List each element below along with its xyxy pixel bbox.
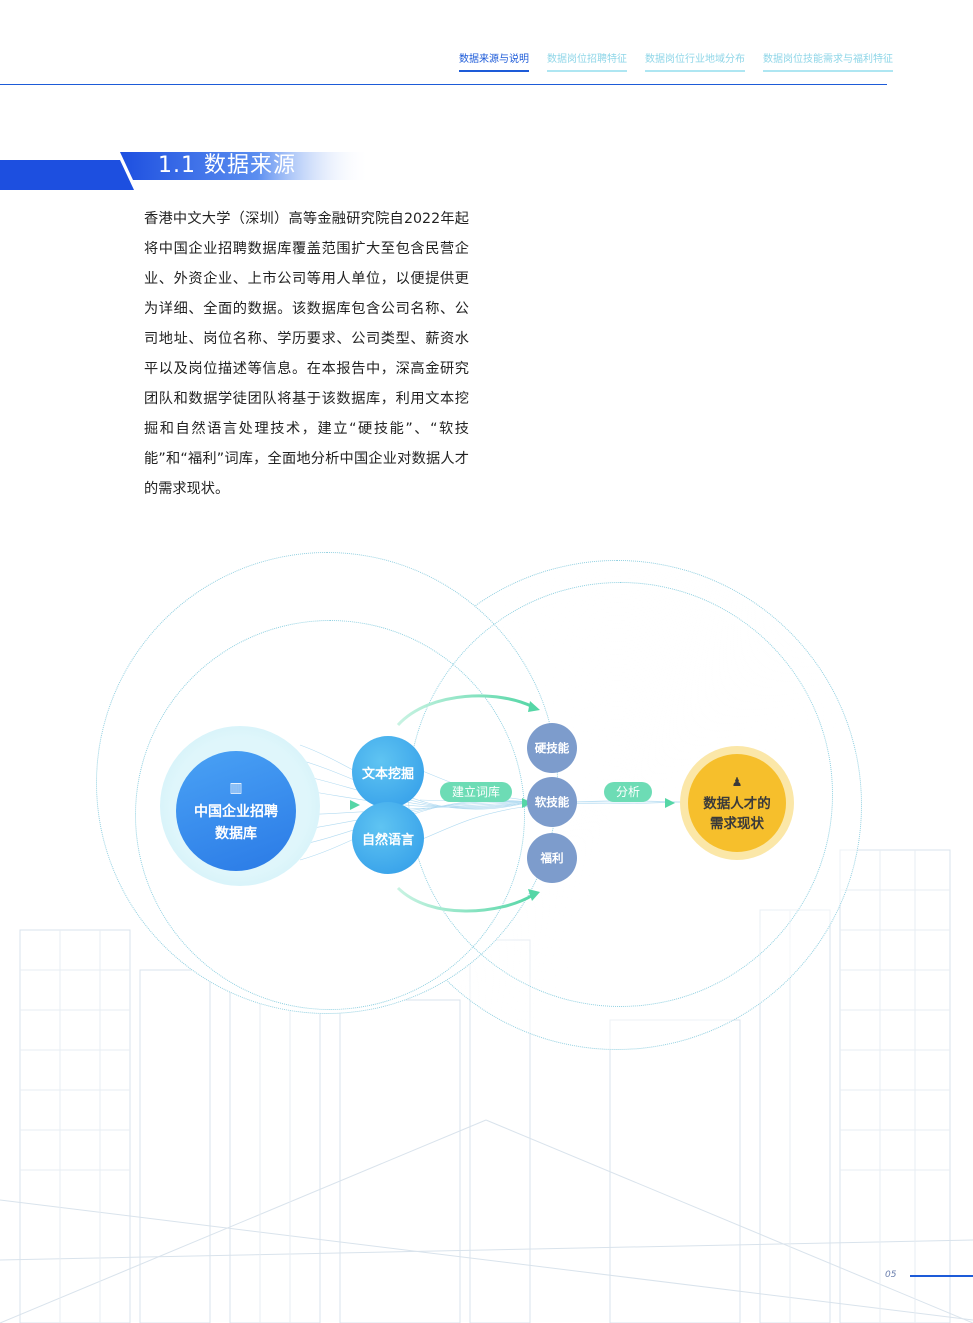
- soft-skills-node: 软技能: [527, 777, 577, 827]
- talent-demand-node: ♟ 数据人才的 需求现状: [688, 754, 786, 852]
- person-location-icon: ♟: [731, 775, 743, 789]
- source-label-line1: 中国企业招聘: [194, 804, 278, 820]
- nav-tab-data-source[interactable]: 数据来源与说明: [459, 50, 529, 72]
- source-database-node: ▥ 中国企业招聘 数据库: [176, 751, 296, 871]
- text-mining-node: 文本挖掘: [352, 736, 424, 808]
- top-nav: 数据来源与说明 数据岗位招聘特征 数据岗位行业地域分布 数据岗位技能需求与福利特…: [459, 50, 893, 72]
- building-icon: ▥: [229, 780, 243, 796]
- nav-tab-skills-benefits[interactable]: 数据岗位技能需求与福利特征: [763, 50, 893, 72]
- target-label-line1: 数据人才的: [703, 796, 771, 812]
- nav-tab-recruitment[interactable]: 数据岗位招聘特征: [547, 50, 627, 72]
- source-label-line2: 数据库: [215, 826, 257, 842]
- natural-language-node: 自然语言: [352, 802, 424, 874]
- left-dotted-ring: [135, 620, 525, 1010]
- nav-tab-industry-region[interactable]: 数据岗位行业地域分布: [645, 50, 745, 72]
- page-number: 05: [885, 1270, 897, 1280]
- benefits-node: 福利: [527, 833, 577, 883]
- hard-skills-node: 硬技能: [527, 723, 577, 773]
- header-rule: [0, 84, 887, 85]
- target-label-line2: 需求现状: [710, 816, 764, 832]
- section-title: 1.1 数据来源: [158, 153, 296, 178]
- data-process-diagram: ▥ 中国企业招聘 数据库 文本挖掘 自然语言 建立词库 硬技能 软技能 福利 分…: [0, 540, 973, 1060]
- section-header-band: [0, 152, 370, 190]
- analysis-label: 分析: [604, 782, 652, 802]
- footer-rule: [910, 1275, 973, 1277]
- body-paragraph: 香港中文大学（深圳）高等金融研究院自2022年起将中国企业招聘数据库覆盖范围扩大…: [144, 211, 469, 497]
- build-lexicon-label: 建立词库: [440, 782, 512, 802]
